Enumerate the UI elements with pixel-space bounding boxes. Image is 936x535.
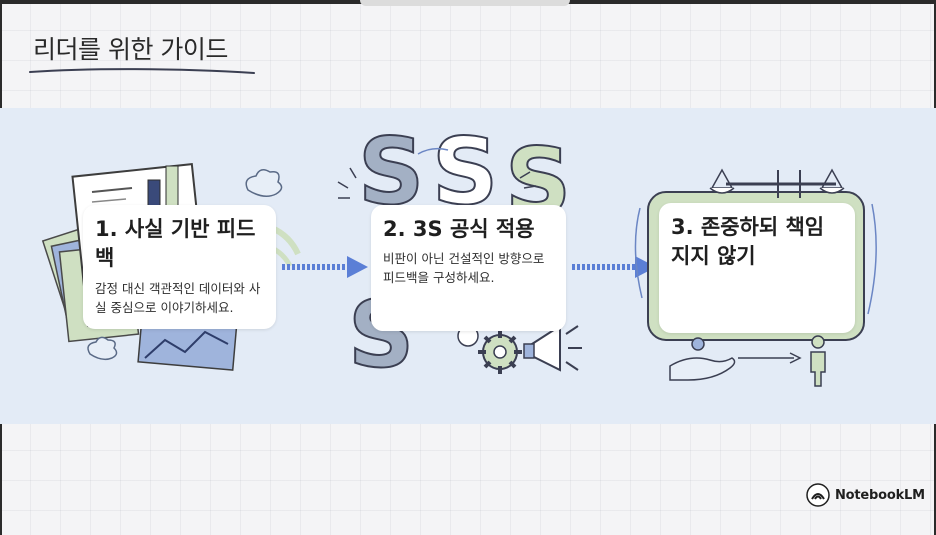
step-card-1: 1. 사실 기반 피드백 감정 대신 객관적인 데이터와 사실 중심으로 이야기… xyxy=(83,205,276,329)
step-card-2: 2. 3S 공식 적용 비판이 아닌 건설적인 방향으로 피드백을 구성하세요. xyxy=(371,205,566,331)
person-icon xyxy=(810,335,826,387)
scale-icon xyxy=(709,168,845,198)
megaphone-icon xyxy=(523,324,582,372)
step-title: 1. 사실 기반 피드백 xyxy=(95,217,256,271)
brand-name: NotebookLM xyxy=(835,487,925,503)
step-card-3: 3. 존중하되 책임지지 않기 xyxy=(659,203,855,333)
open-hand-icon xyxy=(669,337,736,381)
gear-icon xyxy=(457,325,522,374)
window-notch xyxy=(360,0,570,6)
arrow-right-icon xyxy=(282,256,368,278)
step-title: 2. 3S 공식 적용 xyxy=(383,217,535,241)
title-underline xyxy=(29,68,255,74)
notebooklm-logo-icon xyxy=(806,483,830,507)
window-top-bar xyxy=(0,0,936,6)
cloud-icon xyxy=(87,169,283,361)
step-title: 3. 존중하되 책임지지 않기 xyxy=(671,215,825,269)
page-title: 리더를 위한 가이드 xyxy=(33,35,228,64)
step-description: 감정 대신 객관적인 데이터와 사실 중심으로 이야기하세요. xyxy=(95,280,261,315)
step-description: 비판이 아닌 건설적인 방향으로 피드백을 구성하세요. xyxy=(383,251,545,286)
arrow-right-icon xyxy=(572,256,656,278)
notebooklm-logo: NotebookLM xyxy=(806,483,925,507)
